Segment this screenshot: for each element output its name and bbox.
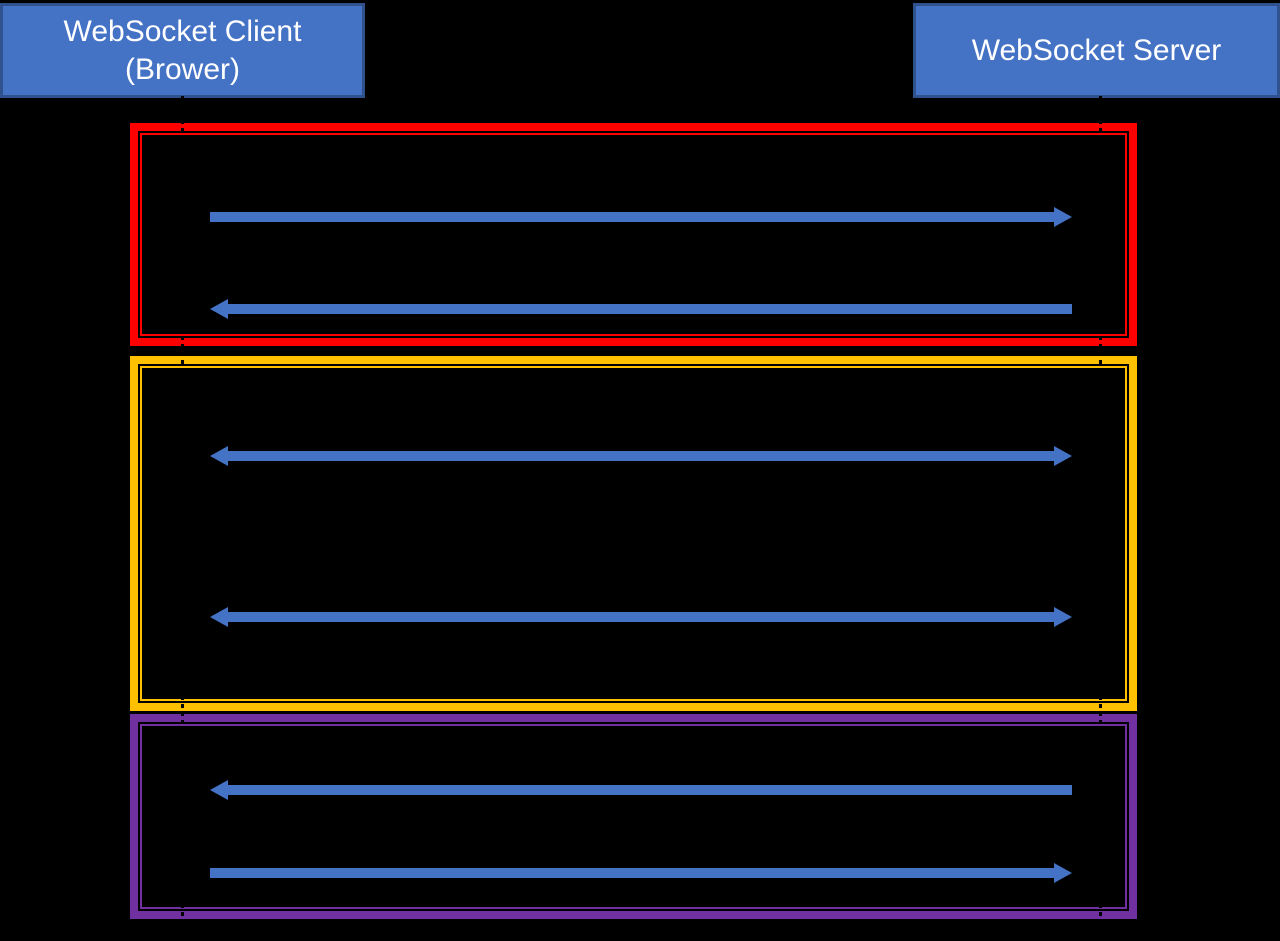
client-lifeline <box>181 96 184 941</box>
client-actor-box: WebSocket Client (Brower) <box>0 3 365 98</box>
arrow-red-server-to-client <box>210 299 1072 319</box>
arrowhead-left-icon <box>210 446 228 466</box>
arrow-yellow-bidirectional-2 <box>210 607 1072 627</box>
arrow-shaft <box>210 212 1054 222</box>
arrow-shaft <box>210 868 1054 878</box>
arrow-shaft <box>228 451 1054 461</box>
phase-box-purple <box>130 714 1137 919</box>
server-actor-box: WebSocket Server <box>913 3 1280 98</box>
phase-box-red <box>130 123 1137 346</box>
arrow-shaft <box>228 612 1054 622</box>
arrowhead-left-icon <box>210 607 228 627</box>
arrowhead-right-icon <box>1054 446 1072 466</box>
server-actor-label: WebSocket Server <box>971 33 1222 67</box>
arrowhead-right-icon <box>1054 607 1072 627</box>
arrowhead-left-icon <box>210 299 228 319</box>
arrow-purple-client-to-server <box>210 863 1072 883</box>
arrow-shaft <box>228 304 1072 314</box>
server-lifeline <box>1099 96 1102 941</box>
arrow-yellow-bidirectional-1 <box>210 446 1072 466</box>
phase-box-yellow <box>130 356 1137 711</box>
arrow-shaft <box>228 785 1072 795</box>
arrowhead-left-icon <box>210 780 228 800</box>
client-actor-label: WebSocket Client <box>63 14 302 48</box>
arrow-purple-server-to-client <box>210 780 1072 800</box>
arrow-red-client-to-server <box>210 207 1072 227</box>
client-actor-sublabel: (Brower) <box>124 52 240 86</box>
arrowhead-right-icon <box>1054 207 1072 227</box>
arrowhead-right-icon <box>1054 863 1072 883</box>
